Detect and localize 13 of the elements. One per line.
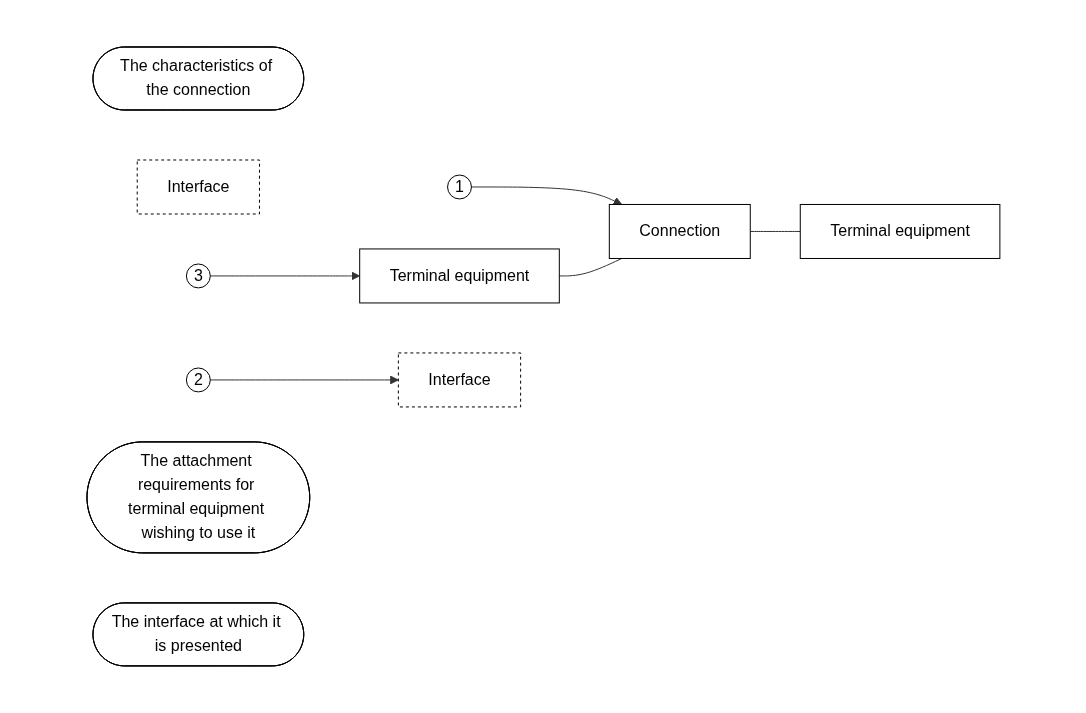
node-box: Terminal equipment <box>358 248 560 304</box>
arrow <box>209 271 360 281</box>
node-box: Interface <box>397 352 521 408</box>
connector <box>558 258 622 277</box>
node-circle: 3 <box>185 263 211 289</box>
arrow <box>209 375 399 385</box>
connector <box>749 231 801 232</box>
node-box: Connection <box>608 204 751 259</box>
node-circle: 1 <box>446 174 472 200</box>
node-box: Interface <box>136 159 260 215</box>
arrow <box>470 186 622 206</box>
node-circle: 2 <box>185 367 211 393</box>
node-box: Terminal equipment <box>799 204 1000 259</box>
